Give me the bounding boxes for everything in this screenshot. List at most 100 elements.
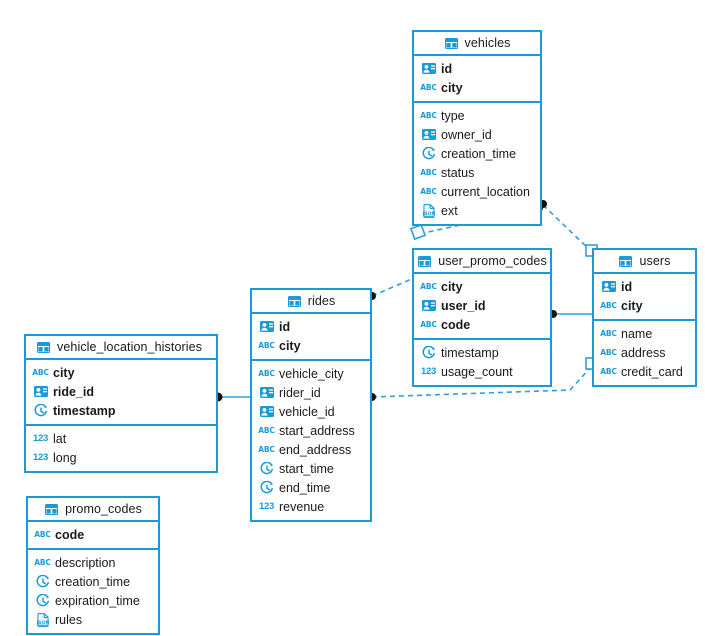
primary-key-row[interactable]: ABC code <box>414 315 550 334</box>
edge-user-promo-codes-users <box>549 310 593 318</box>
primary-key-row[interactable]: ride_id <box>26 382 216 401</box>
field-label: city <box>53 365 75 380</box>
text-type-icon: ABC <box>420 281 437 291</box>
field-row[interactable]: end_time <box>252 478 370 497</box>
text-type-icon: ABC <box>600 328 617 338</box>
id-card-icon <box>259 320 274 334</box>
field-label: city <box>279 338 301 353</box>
text-type-icon: ABC <box>420 186 437 196</box>
timestamp-icon <box>259 480 274 495</box>
field-label: id <box>621 279 633 294</box>
entity-header: vehicle_location_histories <box>26 336 216 360</box>
field-row[interactable]: expiration_time <box>28 591 158 610</box>
field-label: id <box>279 319 291 334</box>
field-label: revenue <box>279 499 325 514</box>
number-type-icon: 123 <box>259 500 274 512</box>
field-label: type <box>441 108 465 123</box>
text-type-icon: ABC <box>258 368 275 378</box>
field-label: lat <box>53 431 67 446</box>
timestamp-icon <box>35 574 50 589</box>
field-row[interactable]: creation_time <box>414 144 540 163</box>
field-row[interactable]: ABC address <box>594 343 695 362</box>
field-row[interactable]: rider_id <box>252 383 370 402</box>
entity-title: rides <box>307 294 336 308</box>
primary-key-row[interactable]: id <box>594 277 695 296</box>
timestamp-icon <box>421 146 436 161</box>
id-card-icon <box>259 386 274 400</box>
field-label: long <box>53 450 77 465</box>
field-label: city <box>441 279 463 294</box>
field-row[interactable]: vehicle_id <box>252 402 370 421</box>
text-type-icon: ABC <box>258 425 275 435</box>
primary-key-row[interactable]: timestamp <box>26 401 216 420</box>
field-row[interactable]: timestamp <box>414 343 550 362</box>
id-card-icon <box>421 299 436 313</box>
text-type-icon: ABC <box>600 347 617 357</box>
timestamp-icon <box>35 593 50 608</box>
table-icon <box>44 502 59 516</box>
table-icon <box>36 340 51 354</box>
field-label: end_time <box>279 480 331 495</box>
field-label: id <box>441 61 453 76</box>
field-label: address <box>621 345 666 360</box>
entity-header: user_promo_codes <box>414 250 550 274</box>
primary-key-row[interactable]: id <box>414 59 540 78</box>
text-type-icon: ABC <box>34 529 51 539</box>
table-icon <box>444 36 459 50</box>
field-label: creation_time <box>55 574 131 589</box>
edge-rides-user-promo-codes <box>368 277 415 300</box>
field-label: end_address <box>279 442 352 457</box>
field-label: timestamp <box>53 403 116 418</box>
field-row[interactable]: JSON rules <box>28 610 158 629</box>
json-document-icon: JSON <box>421 203 436 218</box>
field-label: expiration_time <box>55 593 140 608</box>
json-document-icon: JSON <box>35 612 50 627</box>
edge-vehicle-location-histories-rides <box>213 392 252 402</box>
primary-key-row[interactable]: id <box>252 317 370 336</box>
field-label: code <box>441 317 471 332</box>
text-type-icon: ABC <box>420 319 437 329</box>
svg-text:JSON: JSON <box>37 620 49 626</box>
field-row[interactable]: 123 revenue <box>252 497 370 516</box>
number-type-icon: 123 <box>33 432 48 444</box>
field-label: user_id <box>441 298 486 313</box>
field-row[interactable]: 123 lat <box>26 429 216 448</box>
field-label: rules <box>55 612 83 627</box>
field-label: rider_id <box>279 385 321 400</box>
field-row[interactable]: start_time <box>252 459 370 478</box>
field-row[interactable]: creation_time <box>28 572 158 591</box>
field-row[interactable]: owner_id <box>414 125 540 144</box>
primary-key-row[interactable]: ABC city <box>414 277 550 296</box>
field-label: creation_time <box>441 146 517 161</box>
primary-key-row[interactable]: user_id <box>414 296 550 315</box>
